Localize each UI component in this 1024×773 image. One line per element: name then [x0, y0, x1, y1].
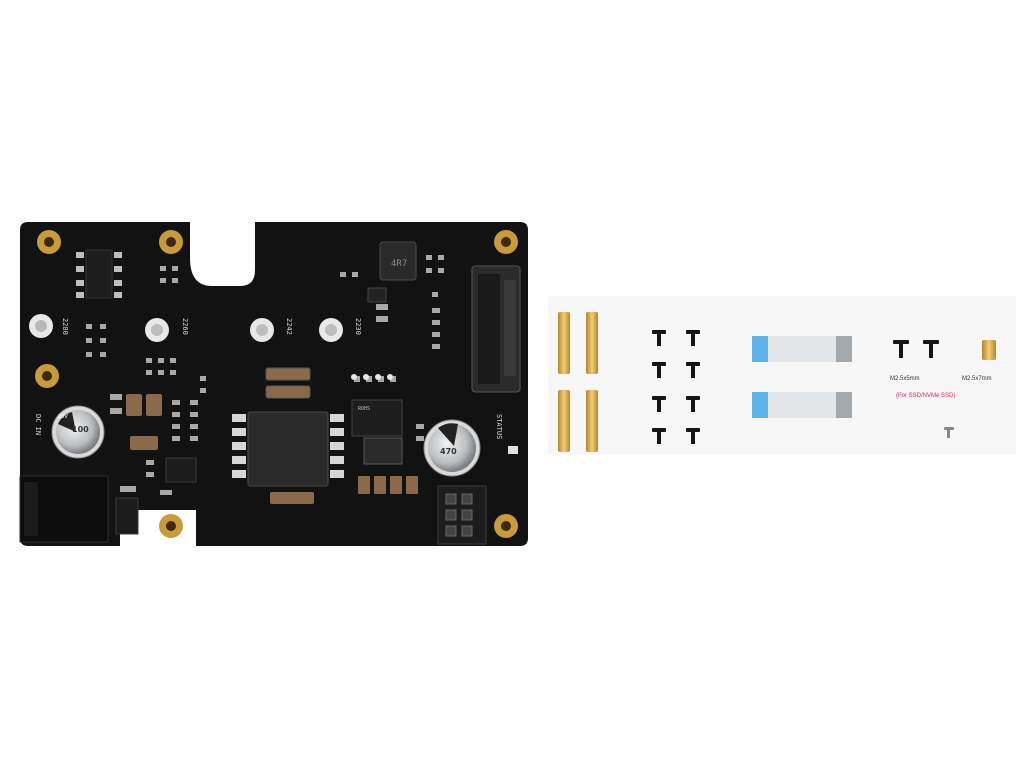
- pin-header: [437, 485, 487, 545]
- label-dc-in: DC IN: [34, 414, 42, 435]
- label-m25x5: M2.5x5mm: [890, 376, 920, 382]
- capacitor-right: 470: [423, 419, 481, 477]
- label-2280: 2280: [61, 318, 69, 335]
- capacitor-left-voltage: 25V: [58, 414, 68, 420]
- svg-text:ROHS: ROHS: [358, 406, 370, 412]
- chip-lower-left: [115, 497, 139, 535]
- label-m25x7: M2.5x7mm: [962, 376, 992, 382]
- label-2242: 2242: [285, 318, 293, 335]
- m2-standoff-holes: [29, 314, 343, 342]
- inductor-top: 4R7: [379, 241, 417, 281]
- dc-jack: [19, 475, 109, 543]
- small-screws: [893, 340, 939, 358]
- chip-lower-mid: [165, 457, 197, 483]
- label-ssd: (For SSD/NVMe SSD): [896, 393, 955, 399]
- capacitor-left: 100 25V: [51, 405, 105, 459]
- ic-top-left: [76, 249, 122, 299]
- capacitor-right-value: 470: [440, 447, 457, 456]
- svg-text:4R7: 4R7: [391, 259, 407, 269]
- capacitor-left-value: 100: [72, 425, 89, 434]
- label-2260: 2260: [181, 318, 189, 335]
- m2-connector: [471, 265, 521, 393]
- led-dots: [351, 374, 393, 380]
- black-screws: [652, 330, 700, 444]
- label-2230: 2230: [354, 318, 362, 335]
- status-led: [508, 446, 518, 454]
- label-status: STATUS: [495, 414, 503, 439]
- pcb-board: 2280 2260 2242 2230: [19, 222, 528, 546]
- power-ic-main: [232, 411, 344, 487]
- brass-standoffs: [558, 312, 598, 452]
- ic-right-middle: ROHS: [351, 399, 403, 465]
- fpc-cables: [752, 336, 852, 418]
- smd-pads: [86, 255, 444, 495]
- small-ic: [367, 287, 387, 303]
- tiny-screw: [944, 427, 954, 438]
- accessories-panel: M2.5x5mm M2.5x7mm (For SSD/NVMe SSD): [548, 296, 1016, 454]
- mounting-holes: [35, 230, 518, 538]
- small-brass-standoff: [982, 340, 996, 360]
- smd-brown-components: [126, 367, 418, 504]
